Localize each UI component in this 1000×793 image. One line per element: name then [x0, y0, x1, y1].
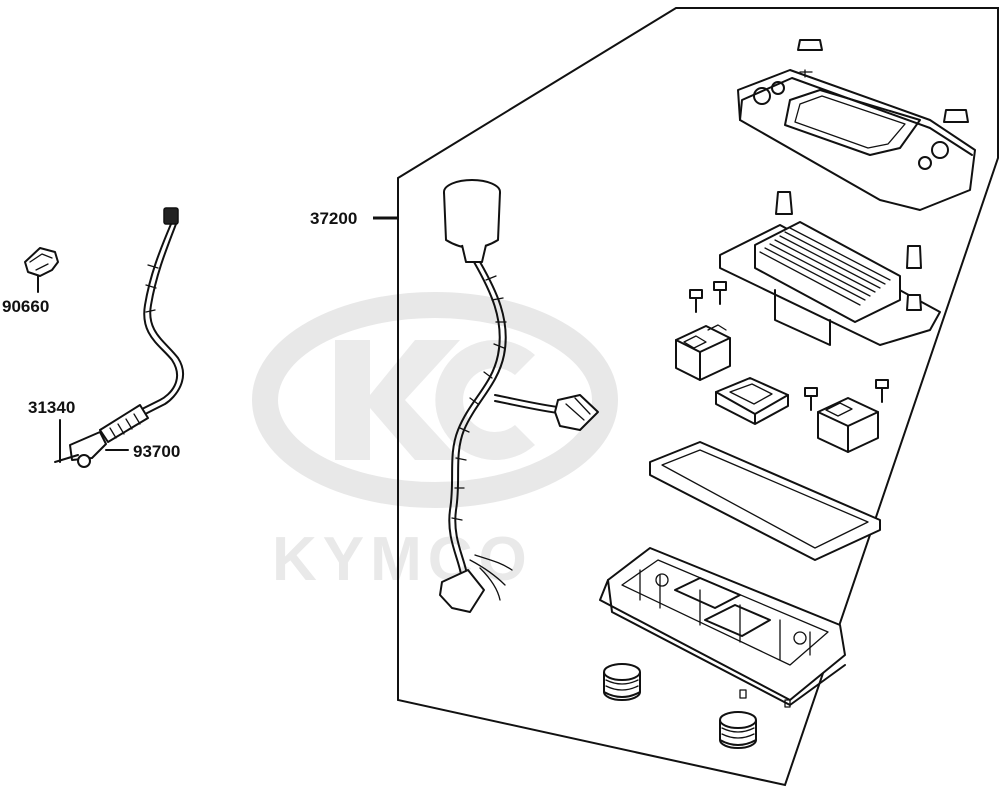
- part-number-label: 90660: [2, 297, 49, 316]
- meter-case: [599, 547, 846, 708]
- kymco-watermark: KYMCO: [252, 292, 618, 594]
- part-number-label: 31340: [28, 398, 75, 417]
- part-label-37200[interactable]: 37200: [310, 209, 398, 228]
- watermark-logo-c: [435, 340, 535, 460]
- screws: [689, 281, 889, 411]
- gasket: [649, 441, 881, 561]
- watermark-brand-text: KYMCO: [272, 525, 533, 594]
- rubber-grommets: [603, 663, 757, 749]
- meter-cover: [737, 39, 976, 211]
- wire-harness: [439, 179, 599, 613]
- circuit-board: [719, 191, 941, 346]
- watermark-logo-ring: [252, 292, 618, 508]
- clip-part: [24, 247, 59, 293]
- part-number-label: 37200: [310, 209, 357, 228]
- part-label-90660[interactable]: 90660: [2, 297, 49, 316]
- connector-blocks: [675, 324, 879, 453]
- speedometer-cable: [54, 207, 184, 468]
- part-number-label: 93700: [133, 442, 180, 461]
- assembly-frame: [397, 7, 999, 787]
- part-label-31340[interactable]: 31340: [28, 398, 75, 417]
- part-label-93700[interactable]: 93700: [133, 442, 180, 461]
